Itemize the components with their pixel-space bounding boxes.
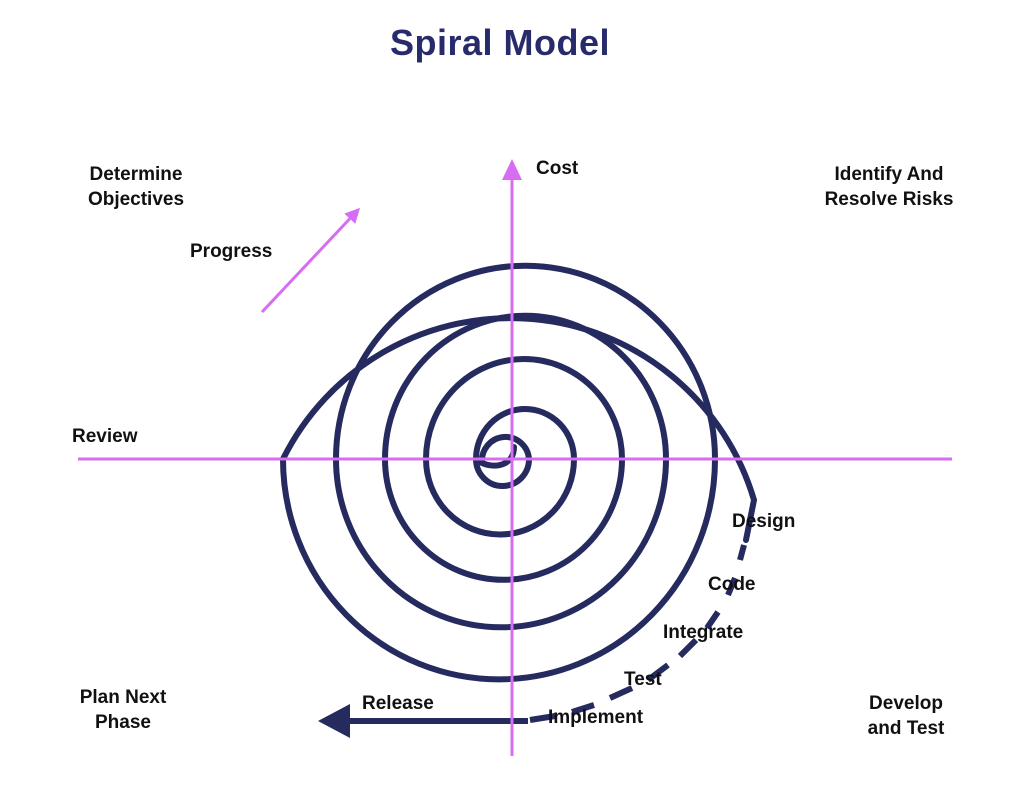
quadrant-top-right-line1: Identify And: [834, 164, 944, 185]
diagram-title: Spiral Model: [389, 22, 611, 63]
quadrant-bottom-right-line2: and Test: [867, 718, 945, 739]
stage-code: Code: [708, 574, 756, 595]
quadrant-bottom-left-line2: Phase: [95, 712, 151, 733]
quadrant-top-left-line2: Objectives: [87, 189, 185, 210]
stage-test: Test: [624, 669, 662, 690]
quadrant-bottom-left-line1: Plan Next: [79, 687, 167, 708]
release-label: Release: [362, 693, 434, 714]
stage-implement: Implement: [548, 707, 644, 728]
stage-integrate: Integrate: [663, 622, 744, 643]
quadrant-bottom-left: Plan Next Phase: [62, 685, 184, 735]
quadrant-top-left-line1: Determine: [89, 164, 183, 185]
quadrant-bottom-right: Develop and Test: [848, 691, 964, 741]
quadrant-bottom-right-line1: Develop: [869, 693, 943, 714]
quadrant-top-left: Determine Objectives: [72, 162, 200, 212]
spiral-line: [279, 262, 758, 683]
progress-arrow: [260, 207, 361, 314]
review-axis-label: Review: [72, 426, 138, 447]
stage-design: Design: [732, 511, 796, 532]
release-arrow: [318, 704, 528, 738]
progress-label: Progress: [190, 241, 273, 262]
quadrant-top-right-line2: Resolve Risks: [824, 189, 954, 210]
cost-axis-label: Cost: [536, 158, 579, 179]
cost-axis: [502, 159, 522, 756]
quadrant-top-right: Identify And Resolve Risks: [806, 162, 972, 212]
development-path: [529, 544, 747, 723]
